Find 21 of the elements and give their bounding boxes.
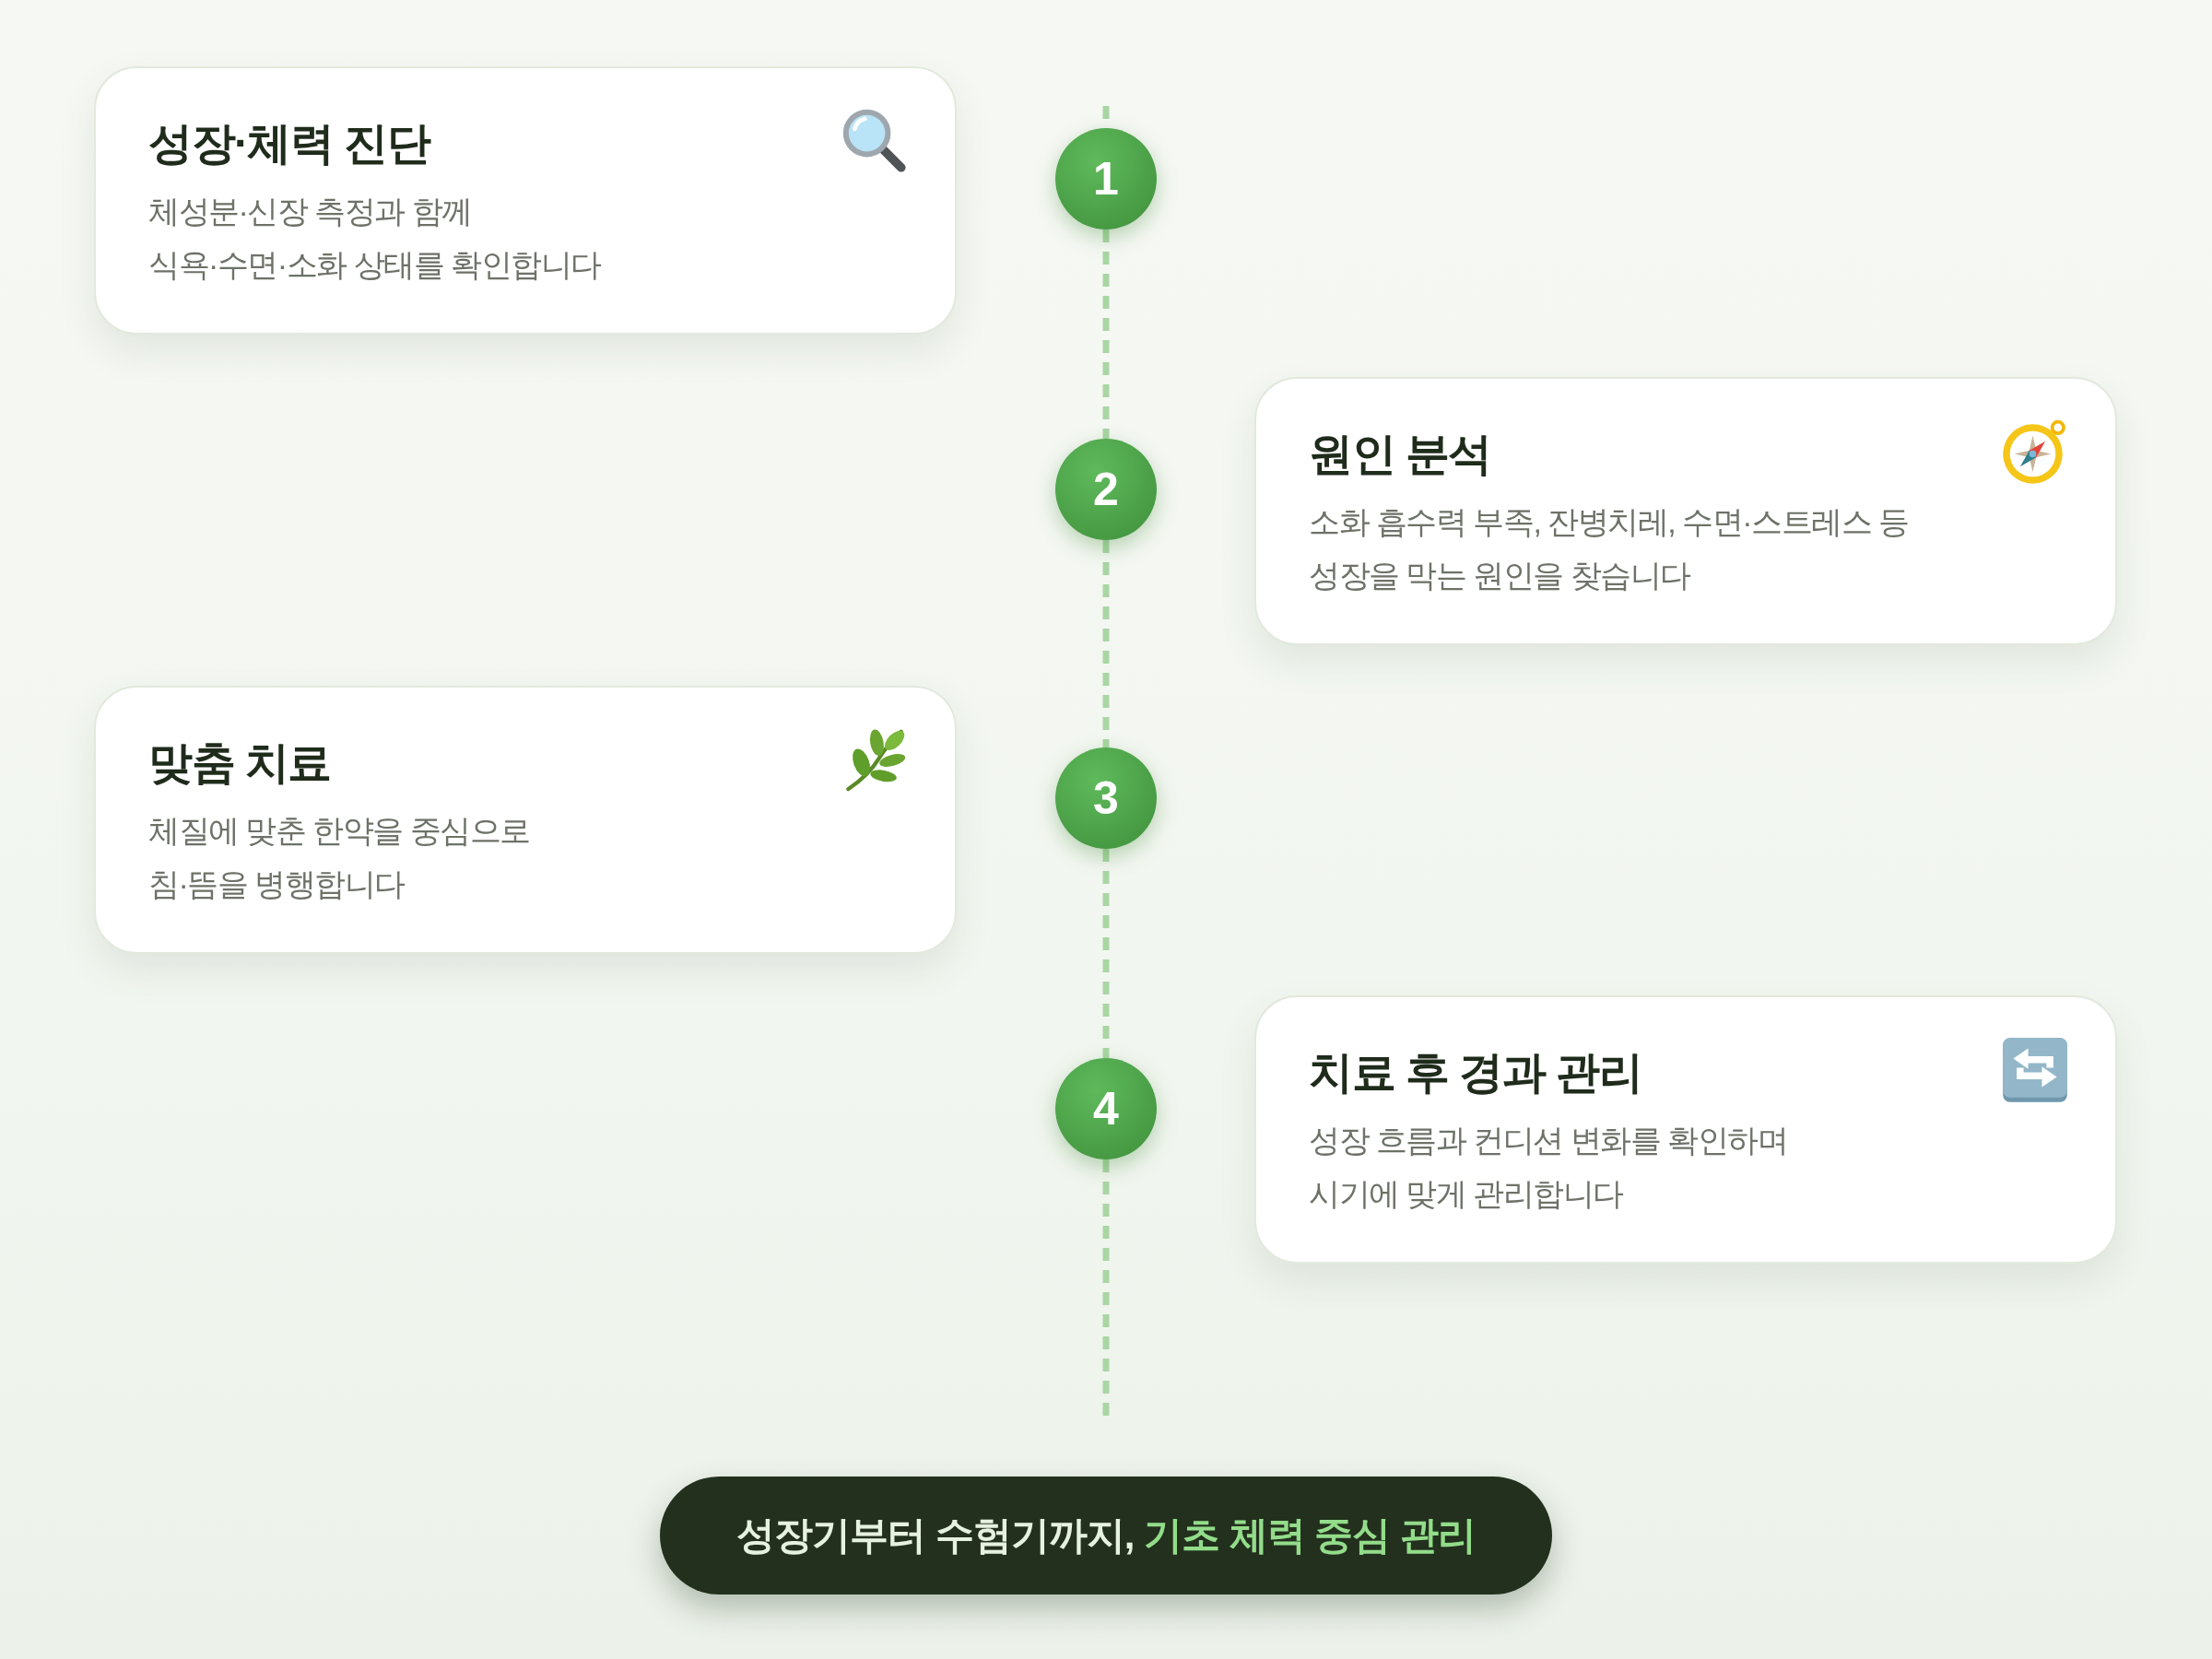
step-number: 4 bbox=[1055, 1058, 1157, 1159]
step-title: 원인 분석 bbox=[1309, 429, 1491, 480]
step-title: 맞춤 치료 bbox=[148, 737, 331, 789]
step-card bbox=[1254, 377, 2117, 645]
step-card bbox=[94, 686, 957, 954]
step-description: 체질에 맞춘 한약을 중심으로 침·뜸을 병행합니다 bbox=[148, 812, 531, 903]
dashed-connector bbox=[1102, 540, 1110, 747]
step-title: 치료 후 경과 관리 bbox=[1309, 1047, 1641, 1099]
step-number: 1 bbox=[1055, 128, 1157, 229]
step-number: 2 bbox=[1055, 439, 1157, 540]
slogan-banner: 성장기부터 수험기까지, 기초 체력 중심 관리 bbox=[660, 1477, 1552, 1594]
dashed-connector bbox=[1102, 229, 1110, 439]
step-description: 체성분·신장 측정과 함께 식욕·수면·소화 상태를 확인합니다 bbox=[148, 193, 602, 284]
step-number: 3 bbox=[1055, 747, 1157, 849]
step-description: 소화 흡수력 부족, 잔병치레, 수면·스트레스 등 성장을 막는 원인을 찾습니다 bbox=[1309, 503, 1910, 594]
dashed-connector bbox=[1102, 849, 1110, 1058]
step-card bbox=[94, 66, 957, 335]
dashed-connector bbox=[1102, 1159, 1110, 1418]
step-description: 성장 흐름과 컨디션 변화를 확인하며 시기에 맞게 관리합니다 bbox=[1309, 1122, 1789, 1213]
step-title: 성장·체력 진단 bbox=[148, 118, 430, 170]
step-card bbox=[1254, 995, 2117, 1264]
